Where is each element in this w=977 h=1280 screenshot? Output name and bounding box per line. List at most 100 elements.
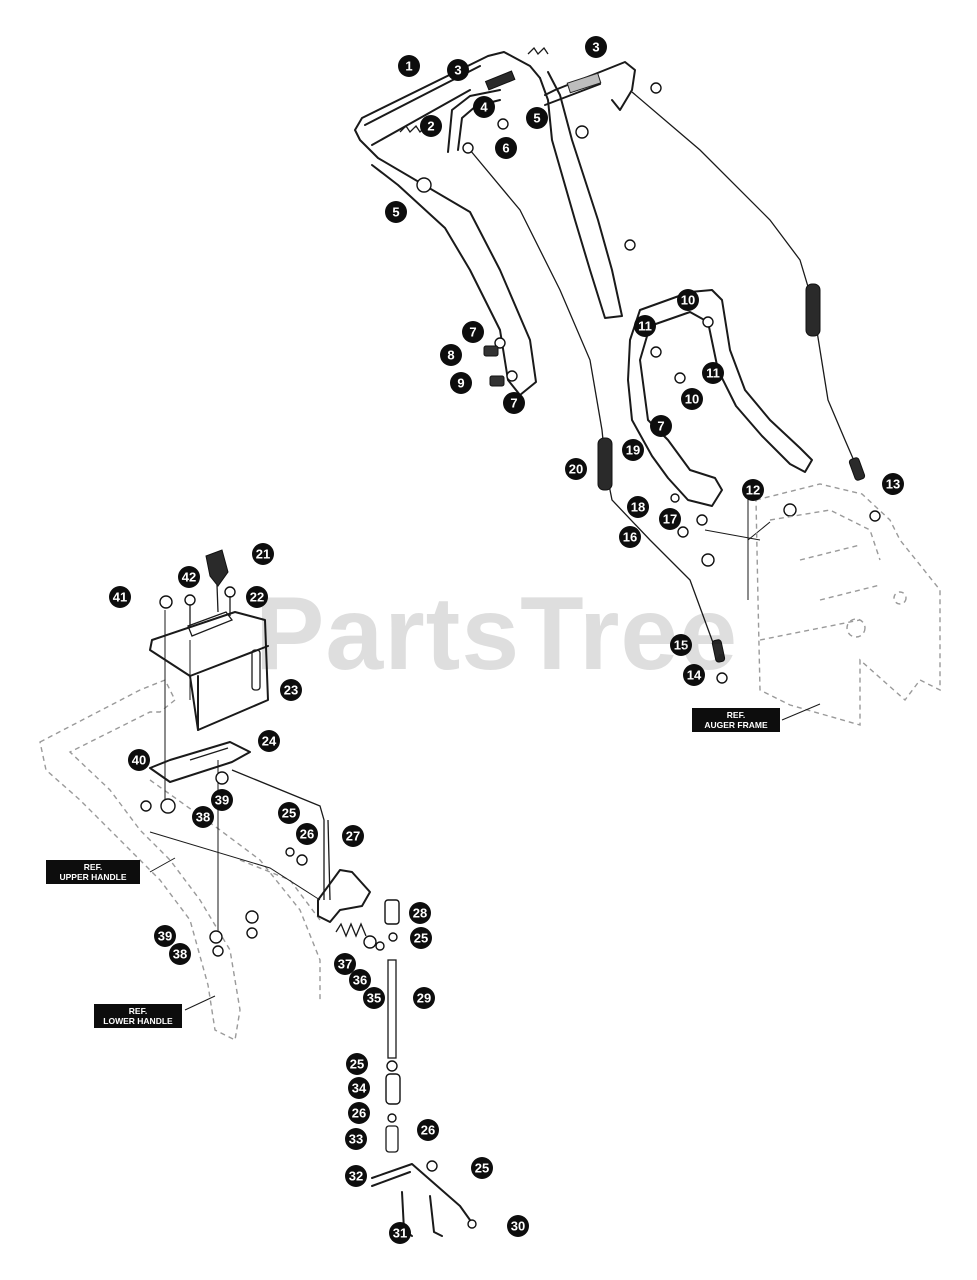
callout-23: 23 <box>280 679 302 701</box>
svg-text:39: 39 <box>215 793 229 808</box>
svg-text:UPPER HANDLE: UPPER HANDLE <box>59 872 126 882</box>
clip-25-b <box>386 1060 398 1072</box>
callout-31: 31 <box>389 1222 411 1244</box>
callout-26: 26 <box>348 1102 370 1124</box>
svg-text:6: 6 <box>502 141 509 156</box>
svg-text:14: 14 <box>687 668 702 683</box>
svg-text:27: 27 <box>346 829 360 844</box>
ref-lower-handle-label: REF. LOWER HANDLE <box>94 1004 182 1028</box>
callout-27: 27 <box>342 825 364 847</box>
cable-sleeve-right <box>805 283 821 337</box>
washer-7-left-b <box>506 370 518 382</box>
svg-text:38: 38 <box>173 947 187 962</box>
callout-36: 36 <box>349 969 371 991</box>
spring-37 <box>335 922 367 938</box>
ref-upper-handle-label: REF. UPPER HANDLE <box>46 860 140 884</box>
washer-13-lower <box>869 510 881 522</box>
control-bail <box>447 89 501 153</box>
callout-1: 1 <box>398 55 420 77</box>
svg-text:34: 34 <box>352 1081 367 1096</box>
washer-35 <box>375 941 385 951</box>
svg-text:29: 29 <box>417 991 431 1006</box>
svg-text:26: 26 <box>352 1106 366 1121</box>
spring-top-center <box>527 46 549 56</box>
svg-text:18: 18 <box>631 500 645 515</box>
right-cable <box>631 91 859 471</box>
washer-36 <box>363 935 377 949</box>
callout-42: 42 <box>178 566 200 588</box>
washer-40 <box>140 800 152 812</box>
callout-10: 10 <box>681 388 703 410</box>
callout-5: 5 <box>526 107 548 129</box>
bolt-22 <box>224 586 236 598</box>
shift-console-base <box>149 741 251 783</box>
svg-text:26: 26 <box>421 1123 435 1138</box>
callout-22: 22 <box>246 586 268 608</box>
callout-41: 41 <box>109 586 131 608</box>
svg-text:24: 24 <box>262 734 277 749</box>
svg-text:39: 39 <box>158 929 172 944</box>
cable-end-13 <box>848 457 866 481</box>
svg-text:37: 37 <box>338 957 352 972</box>
svg-text:38: 38 <box>196 810 210 825</box>
callout-20: 20 <box>565 458 587 480</box>
washer-39-upper <box>160 798 176 814</box>
washer-26-upper <box>296 854 308 866</box>
callout-35: 35 <box>363 987 385 1009</box>
washer-mid <box>245 910 259 924</box>
svg-text:7: 7 <box>469 325 476 340</box>
link-33 <box>385 1125 399 1153</box>
svg-text:23: 23 <box>284 683 298 698</box>
svg-text:11: 11 <box>638 319 652 334</box>
bolt-head-42 <box>184 594 196 606</box>
bolt-right-mid <box>624 239 636 251</box>
pin-34 <box>385 1073 401 1105</box>
svg-text:16: 16 <box>623 530 637 545</box>
callout-39: 39 <box>211 789 233 811</box>
shift-knob <box>205 549 229 587</box>
shift-shaft-32 <box>371 1163 471 1221</box>
svg-text:25: 25 <box>475 1161 489 1176</box>
shift-slot <box>251 649 261 691</box>
svg-text:8: 8 <box>447 348 454 363</box>
callout-21: 21 <box>252 543 274 565</box>
washer-low <box>246 927 258 939</box>
callout-25: 25 <box>278 802 300 824</box>
callout-30: 30 <box>507 1215 529 1237</box>
cable-sleeve-left-20 <box>597 437 613 491</box>
callout-25: 25 <box>471 1157 493 1179</box>
svg-text:9: 9 <box>457 376 464 391</box>
svg-text:5: 5 <box>392 205 399 220</box>
callout-25: 25 <box>410 927 432 949</box>
upper-handle-right <box>539 71 623 319</box>
callout-38: 38 <box>192 806 214 828</box>
callout-40: 40 <box>128 749 150 771</box>
spacer-28 <box>384 899 400 925</box>
callout-2: 2 <box>420 115 442 137</box>
right-bail <box>544 61 636 111</box>
svg-text:7: 7 <box>510 396 517 411</box>
svg-text:26: 26 <box>300 827 314 842</box>
svg-text:31: 31 <box>393 1226 407 1241</box>
bolt-41 <box>159 595 173 609</box>
svg-text:5: 5 <box>533 111 540 126</box>
callout-39: 39 <box>154 925 176 947</box>
bolt-8 <box>483 345 499 357</box>
bolt-9 <box>489 375 505 387</box>
callout-7: 7 <box>650 415 672 437</box>
lower-handle-bracket <box>627 289 813 507</box>
washer-38-lower <box>212 945 224 957</box>
callout-25: 25 <box>346 1053 368 1075</box>
washer-39-lower <box>209 930 223 944</box>
callout-26: 26 <box>296 823 318 845</box>
cable-end-15 <box>711 639 726 663</box>
callout-18: 18 <box>627 496 649 518</box>
callout-3: 3 <box>447 59 469 81</box>
washer-10 <box>702 316 714 328</box>
washer-17 <box>696 514 708 526</box>
callout-17: 17 <box>659 508 681 530</box>
svg-text:25: 25 <box>414 931 428 946</box>
callout-7: 7 <box>462 321 484 343</box>
svg-text:AUGER FRAME: AUGER FRAME <box>704 720 768 730</box>
